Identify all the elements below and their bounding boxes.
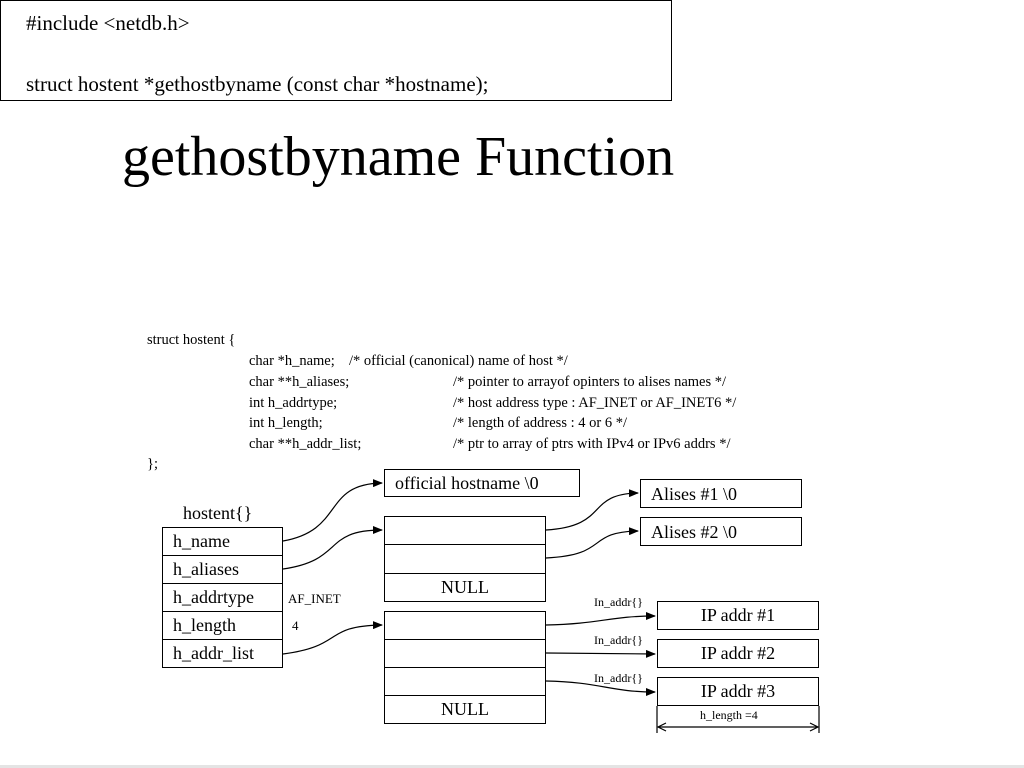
ip-addr-box-2: IP addr #2 (657, 639, 819, 668)
h-addr-list-arrow (282, 621, 383, 655)
field-decl-h-length: int h_length; (249, 415, 323, 431)
in-addr-label: In_addr{} (594, 671, 643, 685)
h-length-arrowhead-left (656, 722, 667, 732)
addr-null-cell: NULL (384, 695, 546, 724)
bottom-bar (0, 765, 1024, 768)
field-comment-h-addr-list: /* ptr to array of ptrs with IPv4 or IPv… (453, 436, 731, 452)
field-decl-h-addr-list: char **h_addr_list; (249, 436, 362, 452)
in-addr-label: In_addr{} (594, 633, 643, 647)
alias-null-cell: NULL (384, 573, 546, 602)
alias-string-2: Alises #2 \0 (640, 517, 802, 546)
field-decl-h-addrtype: int h_addrtype; (249, 395, 338, 411)
field-comment-h-aliases: /* pointer to arrayof opinters to alises… (453, 374, 727, 390)
addr-pointer-1-arrow (545, 612, 656, 626)
addr-pointer-3-arrow (545, 680, 656, 696)
ip-addr-box-3: IP addr #3 (657, 677, 819, 706)
slide-title: gethostbyname Function (122, 126, 675, 188)
hostent-field-h-addr-list: h_addr_list (162, 639, 283, 668)
h-length-arrowhead-right (809, 722, 820, 732)
h-aliases-arrow (282, 526, 383, 570)
struct-open: struct hostent { (147, 332, 236, 348)
struct-close: }; (147, 456, 158, 472)
field-comment-h-name: /* official (canonical) name of host */ (349, 353, 568, 369)
prototype-line: struct hostent *gethostbyname (const cha… (26, 72, 489, 96)
alias-pointer-2-arrow (545, 527, 639, 559)
hostent-field-h-aliases: h_aliases (162, 555, 283, 584)
alias-pointer-cell (384, 544, 546, 574)
include-line: #include <netdb.h> (26, 11, 190, 35)
length-value: 4 (292, 618, 299, 633)
field-decl-h-aliases: char **h_aliases; (249, 374, 350, 390)
addrtype-value: AF_INET (288, 591, 341, 606)
alias-string-1: Alises #1 \0 (640, 479, 802, 508)
hostent-label: hostent{} (183, 503, 253, 523)
field-comment-h-length: /* length of address : 4 or 6 */ (453, 415, 627, 431)
in-addr-label: In_addr{} (594, 595, 643, 609)
code-box: #include <netdb.h> struct hostent *getho… (0, 0, 672, 101)
official-hostname-box: official hostname \0 (384, 469, 580, 497)
hostent-field-h-addrtype: h_addrtype (162, 583, 283, 612)
field-comment-h-addrtype: /* host address type : AF_INET or AF_INE… (453, 395, 737, 411)
field-decl-h-name: char *h_name; (249, 353, 335, 369)
addr-pointer-2-arrow (545, 649, 656, 658)
h-length-note: h_length =4 (700, 708, 758, 722)
alias-pointer-1-arrow (545, 489, 639, 531)
h-name-arrow (282, 479, 383, 542)
ip-addr-box-1: IP addr #1 (657, 601, 819, 630)
hostent-field-h-length: h_length (162, 611, 283, 640)
